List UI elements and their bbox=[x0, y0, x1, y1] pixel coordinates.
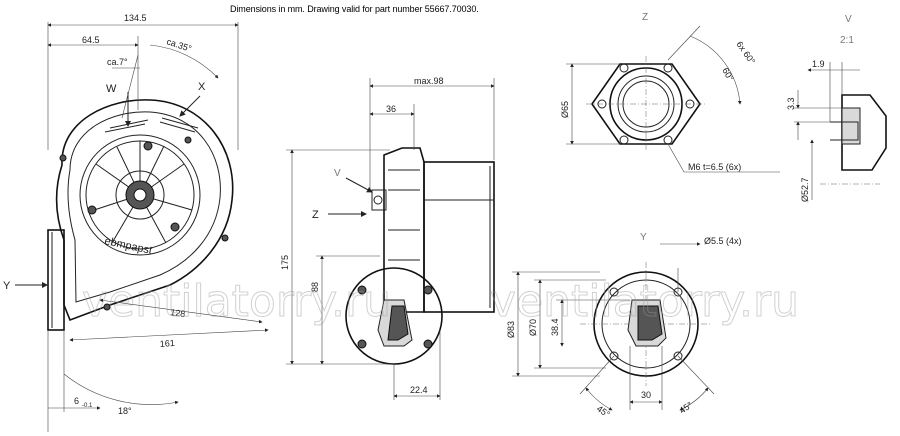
angle-ca35: ca.35° bbox=[165, 36, 193, 54]
dim-22-4: 22.4 bbox=[410, 385, 428, 395]
dim-175: 175 bbox=[280, 255, 290, 270]
detail-v: V 2:1 1.9 3.3 Ø52.7 bbox=[786, 14, 887, 202]
angle-ca7: ca.7° bbox=[107, 57, 128, 67]
holes-callout: Ø5.5 (4x) bbox=[704, 236, 742, 246]
view-y-holes bbox=[609, 287, 683, 361]
dim-3-3: 3.3 bbox=[786, 97, 796, 110]
angle-60: 60° bbox=[720, 66, 736, 83]
dim-134-5: 134.5 bbox=[124, 13, 147, 23]
watermark-left: ventilatorry.ru bbox=[82, 276, 391, 327]
view-y-title: Y bbox=[640, 232, 647, 243]
detail-v-scale: 2:1 bbox=[840, 35, 854, 46]
dim-d52-7: Ø52.7 bbox=[800, 177, 810, 202]
view-label-y: Y bbox=[3, 280, 11, 292]
dim-6-tolerance: -0.1 bbox=[82, 403, 93, 409]
angle-18: 18° bbox=[118, 406, 132, 416]
dim-d83: Ø83 bbox=[506, 321, 516, 338]
dim-max98: max.98 bbox=[414, 76, 444, 86]
angle-45-right: 45° bbox=[677, 399, 694, 415]
view-z: Z 6x 60° 60° Ø65 M6 t=6.5 (6x) bbox=[560, 12, 780, 173]
dim-1-9: 1.9 bbox=[812, 59, 825, 69]
dim-d65: Ø65 bbox=[560, 101, 570, 118]
dim-38-4: 38.4 bbox=[550, 318, 560, 336]
dim-30: 30 bbox=[641, 390, 651, 400]
front-view-dimensions: 134.5 64.5 ca.35° ca.7° W X Y 128 161 6 … bbox=[3, 13, 269, 432]
drawing-note: Dimensions in mm. Drawing valid for part… bbox=[230, 4, 479, 14]
view-y: Y Ø5.5 (4x) Ø83 Ø70 38.4 30 bbox=[506, 232, 742, 420]
watermark-right: ventilatorry.ru bbox=[490, 276, 799, 327]
detail-v-title: V bbox=[845, 14, 852, 25]
side-view bbox=[345, 147, 495, 365]
dim-161: 161 bbox=[159, 338, 175, 349]
angle-45-left: 45° bbox=[595, 403, 612, 419]
view-label-x: X bbox=[198, 81, 206, 93]
dim-64-5: 64.5 bbox=[82, 35, 100, 45]
dim-6: 6 bbox=[74, 396, 79, 406]
view-label-w: W bbox=[106, 83, 117, 95]
dim-88: 88 bbox=[310, 282, 320, 292]
view-label-z: Z bbox=[312, 209, 319, 221]
side-view-dimensions: max.98 36 175 88 22.4 V Z bbox=[280, 76, 495, 400]
view-label-v: V bbox=[334, 168, 341, 179]
dim-36: 36 bbox=[386, 104, 396, 114]
view-z-title: Z bbox=[642, 12, 648, 23]
angle-6x60: 6x 60° bbox=[734, 39, 757, 66]
thread-callout: M6 t=6.5 (6x) bbox=[688, 162, 741, 172]
dim-d70: Ø70 bbox=[528, 319, 538, 336]
dim-128: 128 bbox=[170, 307, 186, 319]
